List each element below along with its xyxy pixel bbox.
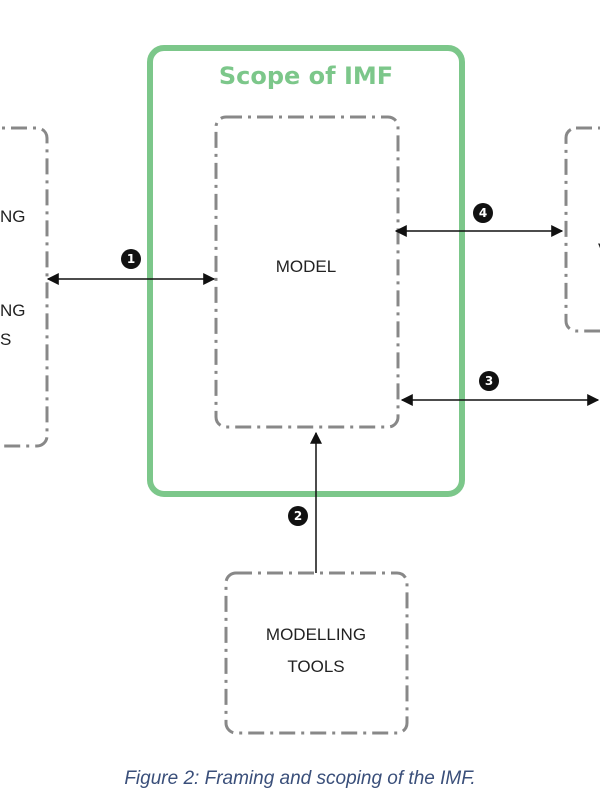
figure-caption: Figure 2: Framing and scoping of the IMF… bbox=[124, 768, 475, 789]
right-box bbox=[564, 126, 600, 333]
model-box bbox=[214, 115, 400, 429]
marker-3-badge bbox=[479, 371, 499, 391]
modelling-tools-label-line1: MODELLING bbox=[266, 625, 366, 644]
marker-2-badge bbox=[288, 506, 308, 526]
modelling-tools-box bbox=[224, 571, 409, 735]
marker-4-badge bbox=[473, 203, 493, 223]
left-label-line3: S bbox=[0, 330, 11, 349]
scope-frame bbox=[147, 45, 465, 497]
marker-1-badge bbox=[121, 249, 141, 269]
marker-4-text: 4 bbox=[479, 206, 487, 220]
left-label-line1: NG bbox=[0, 207, 26, 226]
scope-title: Scope of IMF bbox=[219, 62, 393, 90]
right-label-line1: V bbox=[598, 240, 600, 259]
modelling-tools-label-line2: TOOLS bbox=[287, 657, 344, 676]
marker-1-text: 1 bbox=[127, 252, 135, 266]
left-box bbox=[0, 126, 49, 448]
model-label: MODEL bbox=[276, 257, 336, 276]
marker-2-text: 2 bbox=[294, 509, 302, 523]
marker-3-text: 3 bbox=[485, 374, 493, 388]
left-label-line2: NG bbox=[0, 301, 26, 320]
